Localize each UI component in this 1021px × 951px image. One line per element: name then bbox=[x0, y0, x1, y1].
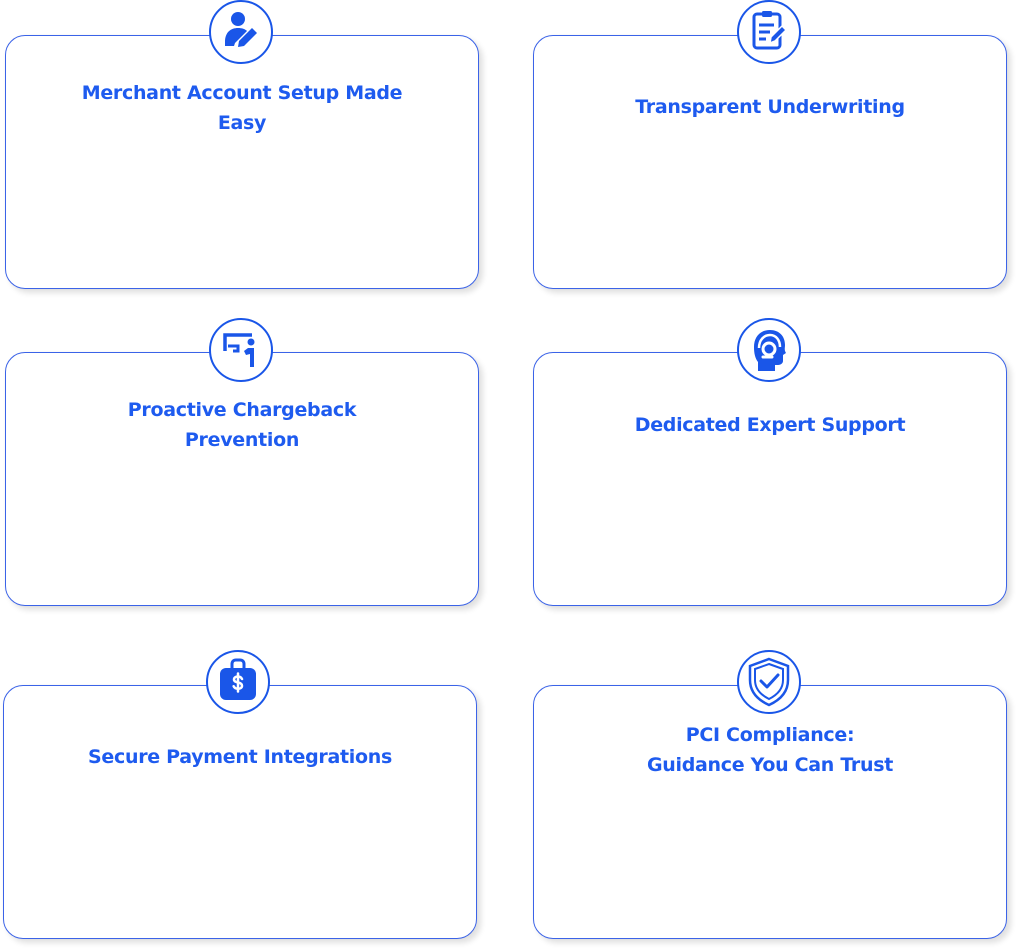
feature-card-expert-support: Dedicated Expert Support bbox=[533, 352, 1007, 606]
money-bag-icon bbox=[206, 650, 270, 714]
feature-card-payment-integrations: Secure Payment Integrations bbox=[3, 685, 477, 939]
card-title: Secure Payment Integrations bbox=[88, 746, 392, 768]
feature-card-merchant-setup: Merchant Account Setup Made Easy bbox=[5, 35, 479, 289]
feature-card-pci-compliance: PCI Compliance: Guidance You Can Trust bbox=[533, 685, 1007, 939]
card-title: Merchant Account Setup Made Easy bbox=[81, 82, 403, 134]
presenter-board-icon bbox=[209, 318, 273, 382]
clipboard-edit-icon bbox=[737, 0, 801, 64]
feature-card-chargeback: Proactive Chargeback Prevention bbox=[5, 352, 479, 606]
card-title: Dedicated Expert Support bbox=[634, 414, 906, 436]
card-title: Transparent Underwriting bbox=[635, 96, 905, 118]
shield-check-icon bbox=[737, 650, 801, 714]
card-title: Proactive Chargeback Prevention bbox=[127, 399, 357, 451]
headset-support-icon bbox=[737, 318, 801, 382]
card-title: PCI Compliance: Guidance You Can Trust bbox=[646, 724, 894, 776]
feature-card-underwriting: Transparent Underwriting bbox=[533, 35, 1007, 289]
user-edit-icon bbox=[209, 0, 273, 64]
